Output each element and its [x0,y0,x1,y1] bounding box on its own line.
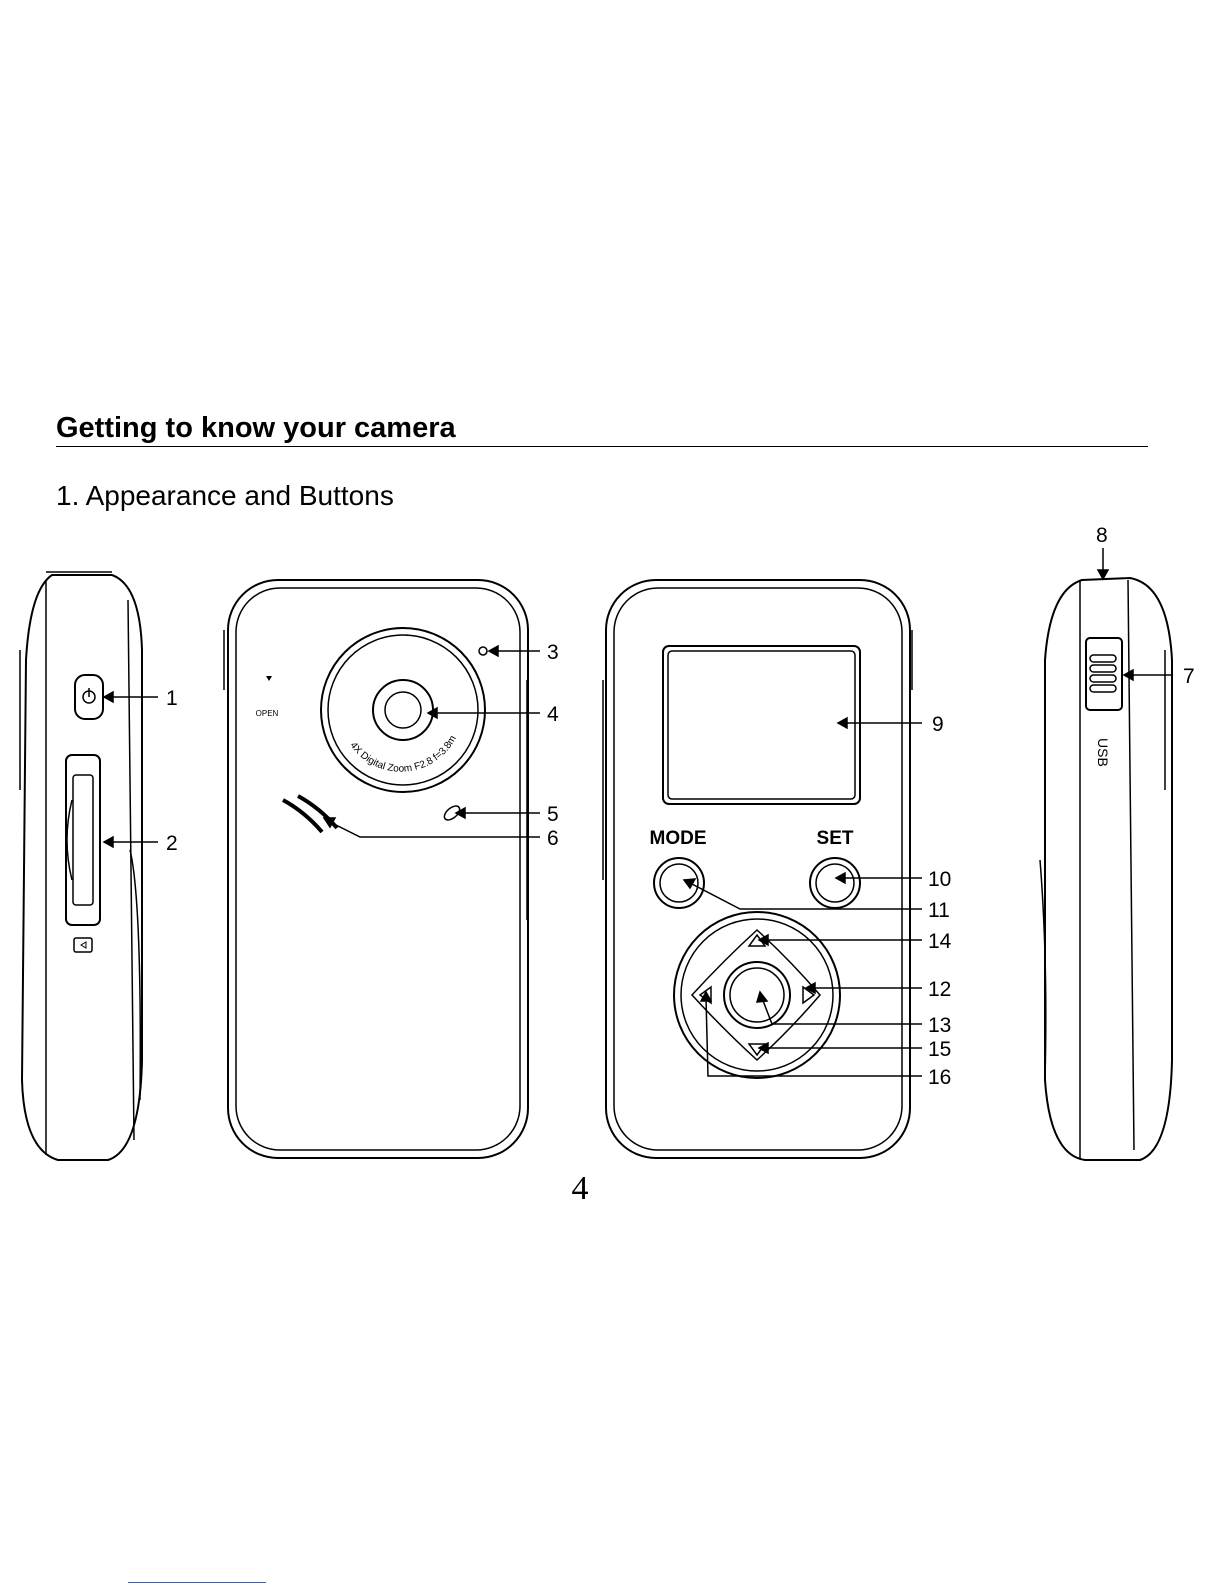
usb-cover[interactable] [1086,638,1122,710]
usb-label: USB [1095,738,1111,767]
callout-2: 2 [166,832,178,855]
sd-card-slot[interactable] [66,755,100,925]
callout-14: 14 [928,930,952,953]
sd-card-icon [74,938,92,952]
callout-9: 9 [932,713,944,736]
callout-11: 11 [928,899,950,922]
callout-10: 10 [928,868,951,891]
callout-3: 3 [547,641,559,664]
footer-link-line [128,1582,266,1583]
ok-button[interactable] [724,962,790,1028]
callout-leader-lines [104,548,1173,1076]
camera-diagram: 4X Digital Zoom F2.8 f=3.8mm OPEN MODE S… [0,515,1225,1175]
set-label: SET [817,828,854,849]
mode-button[interactable] [654,858,704,908]
callout-8: 8 [1096,524,1108,547]
page-number: 4 [0,1170,1160,1208]
callout-4: 4 [547,703,559,726]
led-indicator [479,647,487,655]
section-title: Getting to know your camera [56,412,456,445]
mode-label: MODE [650,828,707,849]
lcd-screen [663,646,860,804]
callout-16: 16 [928,1066,951,1089]
subsection-title: 1. Appearance and Buttons [56,480,394,512]
callout-numbers: 1 2 3 4 5 6 7 8 9 10 11 12 13 14 15 16 [166,524,1195,1089]
callout-6: 6 [547,827,559,850]
callout-1: 1 [166,687,178,710]
camera-lens-icon [373,680,433,740]
lens-text: 4X Digital Zoom F2.8 f=3.8mm [0,515,459,775]
title-rule [56,446,1148,447]
open-label: OPEN [256,709,279,718]
open-arrow-icon [266,676,272,681]
callout-7: 7 [1183,665,1195,688]
callout-12: 12 [928,978,951,1001]
camera-back-view: MODE SET [603,580,912,1158]
camera-right-side-view: USB [1040,578,1172,1160]
set-button[interactable] [810,858,860,908]
callout-13: 13 [928,1014,951,1037]
camera-left-side-view [20,572,142,1160]
callout-15: 15 [928,1038,951,1061]
callout-5: 5 [547,803,559,826]
